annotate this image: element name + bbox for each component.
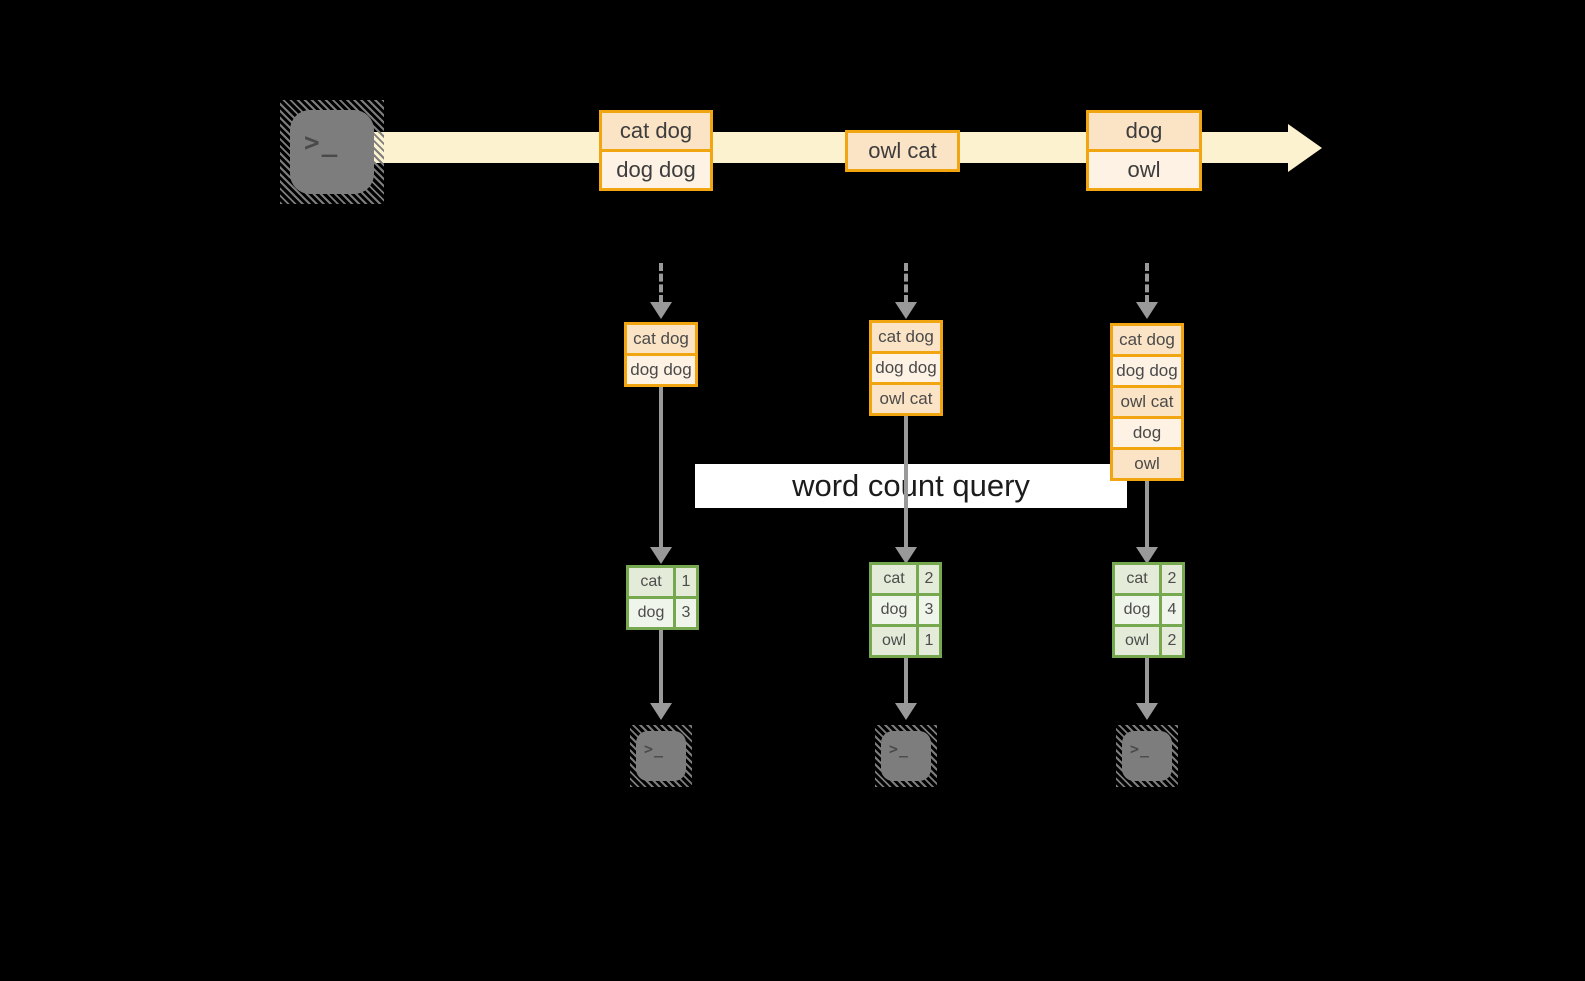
terminal-icon: >_ xyxy=(630,725,692,787)
arrow-line xyxy=(1145,658,1149,703)
stream-event-1: cat dog dog dog xyxy=(599,110,713,191)
arrow-line xyxy=(904,416,908,547)
stream-line: cat dog xyxy=(602,113,710,149)
terminal-icon: >_ xyxy=(280,100,384,204)
buffer-line: dog xyxy=(1113,419,1181,447)
count-word: dog xyxy=(629,599,673,627)
buffer-line: cat dog xyxy=(627,325,695,353)
buffer-line: cat dog xyxy=(1113,326,1181,354)
count-table-1: cat 1 dog 3 xyxy=(626,565,699,630)
prompt-icon: >_ xyxy=(889,740,910,758)
count-value: 2 xyxy=(919,565,939,593)
stream-line: owl xyxy=(1089,149,1199,188)
terminal-screen: >_ xyxy=(636,731,686,781)
count-value: 1 xyxy=(919,627,939,655)
count-value: 3 xyxy=(919,596,939,624)
arrow-line xyxy=(1145,481,1149,547)
buffer-line: dog dog xyxy=(872,354,940,382)
down-arrow-head-icon xyxy=(1136,547,1158,564)
buffer-stack-1: cat dog dog dog xyxy=(624,322,698,387)
buffer-line: cat dog xyxy=(872,323,940,351)
dashed-arrow-line xyxy=(904,263,908,303)
down-arrow-head-icon xyxy=(895,547,917,564)
dashed-arrow-line xyxy=(1145,263,1149,303)
count-word: cat xyxy=(1115,565,1159,593)
terminal-icon: >_ xyxy=(875,725,937,787)
buffer-line: dog dog xyxy=(627,356,695,384)
query-label: word count query xyxy=(695,464,1127,508)
buffer-line: owl xyxy=(1113,450,1181,478)
count-word: cat xyxy=(872,565,916,593)
arrow-line xyxy=(904,658,908,703)
count-word: dog xyxy=(1115,596,1159,624)
count-word: owl xyxy=(872,627,916,655)
down-arrow-head-icon xyxy=(650,547,672,564)
stream-line: owl cat xyxy=(848,133,957,169)
down-arrow-head-icon xyxy=(650,302,672,319)
count-table-2: cat 2 dog 3 owl 1 xyxy=(869,562,942,658)
prompt-icon: >_ xyxy=(1130,740,1151,758)
count-word: dog xyxy=(872,596,916,624)
buffer-line: owl cat xyxy=(1113,388,1181,416)
stream-event-3: dog owl xyxy=(1086,110,1202,191)
terminal-icon: >_ xyxy=(1116,725,1178,787)
count-value: 3 xyxy=(676,599,696,627)
count-value: 2 xyxy=(1162,565,1182,593)
count-word: owl xyxy=(1115,627,1159,655)
buffer-line: owl cat xyxy=(872,385,940,413)
count-value: 1 xyxy=(676,568,696,596)
terminal-screen: >_ xyxy=(1122,731,1172,781)
stream-line: dog xyxy=(1089,113,1199,149)
terminal-screen: >_ xyxy=(290,110,374,194)
down-arrow-head-icon xyxy=(1136,703,1158,720)
buffer-stack-3: cat dog dog dog owl cat dog owl xyxy=(1110,323,1184,481)
stream-arrow-head-icon xyxy=(1288,124,1322,172)
arrow-line xyxy=(659,387,663,547)
dashed-arrow-line xyxy=(659,263,663,303)
prompt-icon: >_ xyxy=(644,740,665,758)
down-arrow-head-icon xyxy=(895,302,917,319)
stream-event-2: owl cat xyxy=(845,130,960,172)
count-word: cat xyxy=(629,568,673,596)
terminal-screen: >_ xyxy=(881,731,931,781)
buffer-line: dog dog xyxy=(1113,357,1181,385)
count-value: 2 xyxy=(1162,627,1182,655)
stream-line: dog dog xyxy=(602,149,710,188)
down-arrow-head-icon xyxy=(1136,302,1158,319)
down-arrow-head-icon xyxy=(650,703,672,720)
count-table-3: cat 2 dog 4 owl 2 xyxy=(1112,562,1185,658)
prompt-icon: >_ xyxy=(304,128,340,158)
count-value: 4 xyxy=(1162,596,1182,624)
arrow-line xyxy=(659,630,663,703)
buffer-stack-2: cat dog dog dog owl cat xyxy=(869,320,943,416)
down-arrow-head-icon xyxy=(895,703,917,720)
